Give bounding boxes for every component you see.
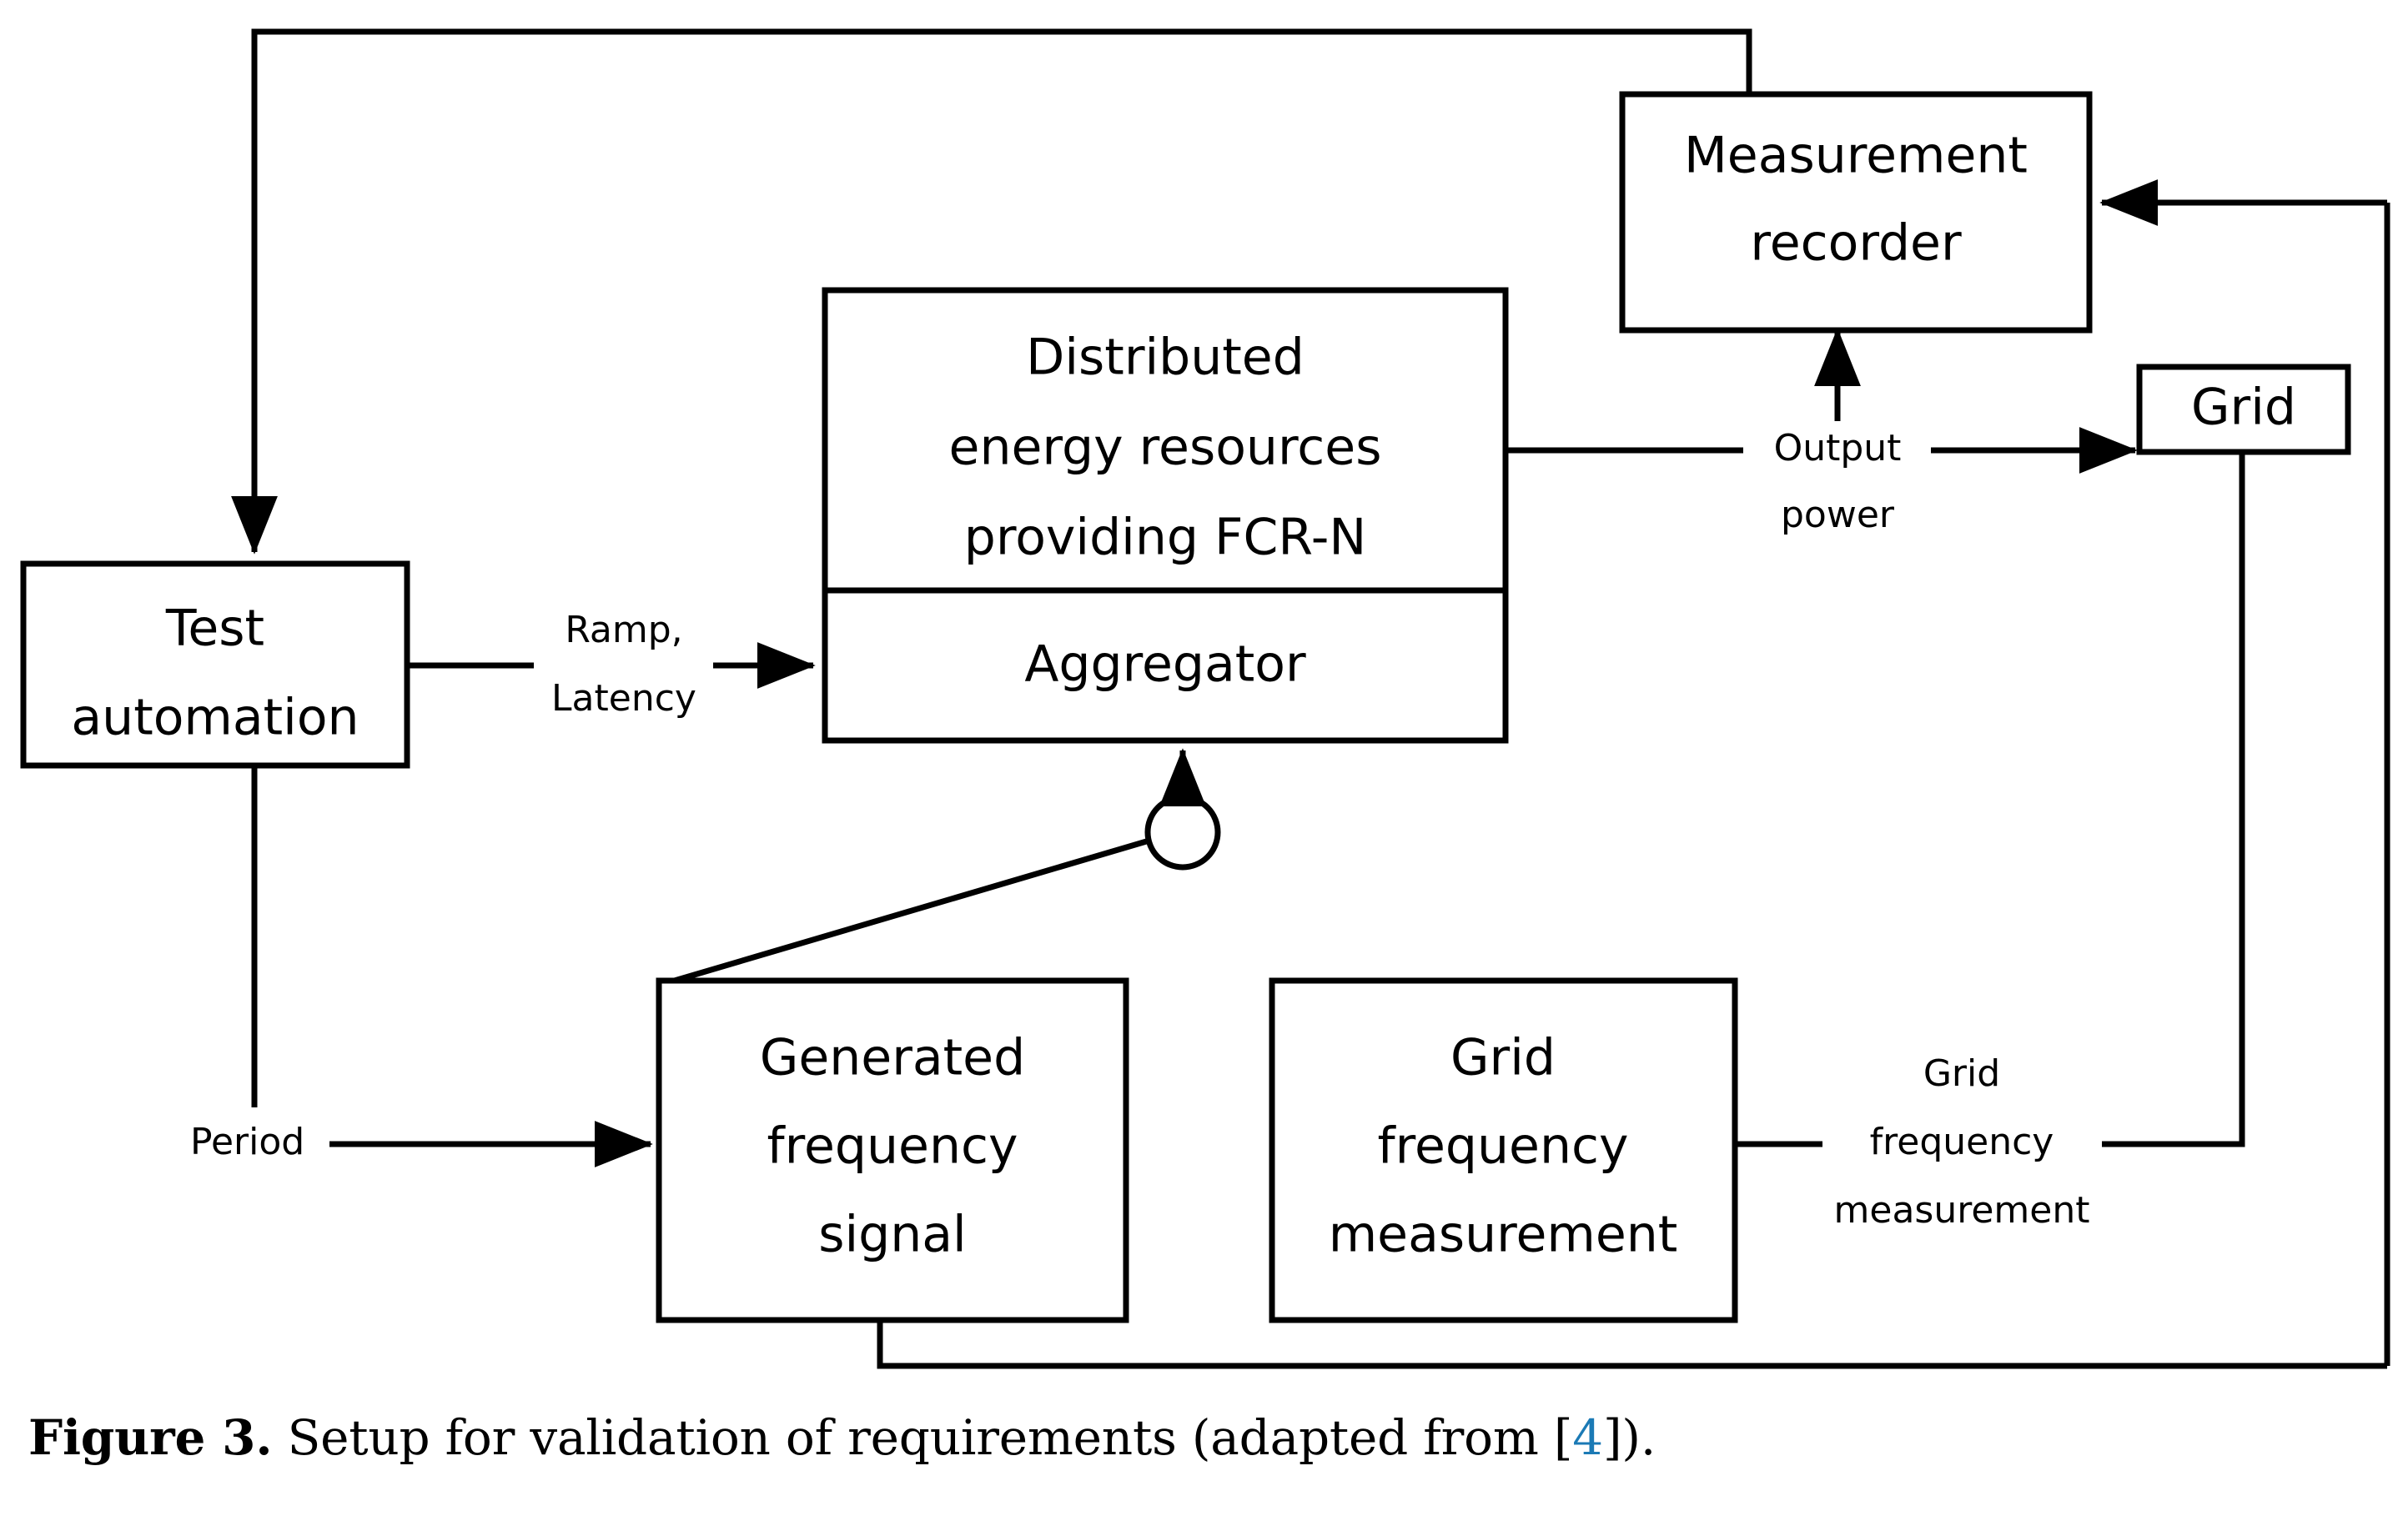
generated-frequency-signal-label-line3: signal: [818, 1206, 966, 1264]
figure-caption: Figure 3. Setup for validation of requir…: [28, 1409, 2364, 1466]
edge-generated-signal-to-switch: [662, 835, 1159, 987]
ramp-latency-label-line2: Latency: [551, 677, 696, 720]
test-automation-label-line2: automation: [71, 689, 359, 747]
der-label-line3: providing FCR-N: [964, 509, 1366, 567]
edge-label-output-power: Output power: [1774, 427, 1902, 536]
measurement-recorder-label-line1: Measurement: [1684, 127, 2028, 185]
figure-caption-tail: ]).: [1603, 1409, 1656, 1466]
edge-generated-signal-bottom-loop: [877, 1320, 2387, 1369]
measurement-recorder-label-line2: recorder: [1750, 214, 1962, 273]
block-diagram: Test automation Distributed energy resou…: [20, 28, 2390, 1369]
output-power-label-line2: power: [1781, 494, 1895, 536]
aggregator-label: Aggregator: [1024, 635, 1306, 694]
node-distributed-energy-resources[interactable]: Distributed energy resources providing F…: [822, 287, 1509, 594]
edge-label-grid-frequency-measurement: Grid frequency measurement: [1834, 1052, 2090, 1232]
edge-recorder-to-test-automation: [231, 28, 1752, 555]
node-generated-frequency-signal[interactable]: Generated frequency signal: [656, 977, 1129, 1323]
node-measurement-recorder[interactable]: Measurement recorder: [1619, 91, 2093, 334]
der-label-line2: energy resources: [949, 419, 1382, 477]
node-grid-frequency-measurement[interactable]: Grid frequency measurement: [1269, 977, 1738, 1323]
generated-frequency-signal-label-line2: frequency: [767, 1117, 1018, 1176]
grid-frequency-measurement-label-line1: Grid: [1450, 1029, 1556, 1087]
grid-frequency-measurement-signal-line1: Grid: [1923, 1052, 2000, 1095]
output-power-label-line1: Output: [1774, 427, 1902, 469]
period-label: Period: [190, 1121, 304, 1163]
node-grid[interactable]: Grid: [2136, 364, 2351, 455]
grid-frequency-measurement-label-line2: frequency: [1378, 1117, 1629, 1176]
test-automation-label-line1: Test: [165, 600, 264, 658]
edge-grid-to-recorder: [2099, 179, 2390, 1366]
figure-caption-label: Figure 3.: [28, 1409, 273, 1466]
grid-frequency-measurement-signal-line2: frequency: [1870, 1121, 2054, 1163]
node-test-automation[interactable]: Test automation: [20, 560, 410, 769]
grid-label: Grid: [2191, 379, 2296, 437]
grid-frequency-measurement-signal-line3: measurement: [1834, 1189, 2090, 1232]
grid-frequency-measurement-label-line3: measurement: [1329, 1206, 1678, 1264]
node-aggregator[interactable]: Aggregator: [822, 587, 1509, 744]
figure-caption-reference[interactable]: 4: [1572, 1409, 1603, 1466]
edge-test-automation-to-generated-signal: [251, 766, 653, 1167]
ramp-latency-label-line1: Ramp,: [565, 609, 682, 651]
generated-frequency-signal-label-line1: Generated: [760, 1029, 1025, 1087]
figure-caption-text: Setup for validation of requirements (ad…: [272, 1409, 1573, 1466]
der-label-line1: Distributed: [1026, 329, 1305, 387]
switch-circle-icon: [1144, 794, 1221, 871]
edge-label-period: Period: [190, 1121, 304, 1163]
edge-label-ramp-latency: Ramp, Latency: [551, 609, 696, 720]
